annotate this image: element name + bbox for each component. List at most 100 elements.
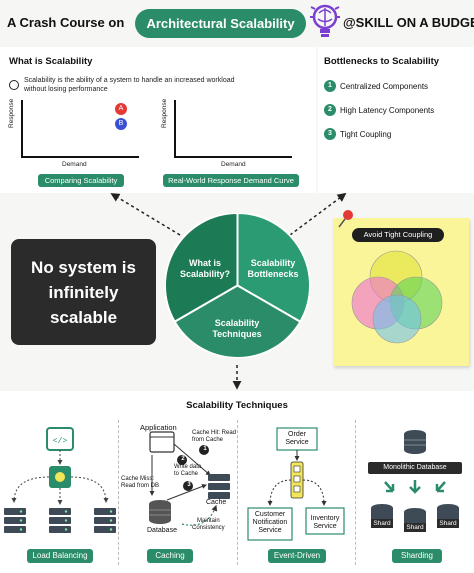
arrow-to-what: [110, 193, 181, 236]
load-balancing-diagram: </>: [4, 427, 116, 533]
step-1: 1: [203, 446, 207, 452]
cache-label: Cache: [206, 499, 227, 506]
server-icon-2: [49, 508, 71, 533]
shard-1-label: Shard: [371, 519, 393, 528]
card-line3: scalable: [49, 308, 118, 327]
application-icon: [149, 431, 175, 453]
monolith-db-icon: [404, 430, 426, 454]
no-infinite-card: No system is infinitely scalable: [11, 239, 156, 345]
cache-hit-l1: Cache Hit: Read: [192, 430, 237, 436]
coupling-venn: [351, 250, 443, 344]
event-driven-diagram: [247, 427, 345, 541]
bottleneck-num-2: 2: [324, 104, 336, 116]
header-title: A Crash Course on: [7, 15, 125, 30]
pie-label-bottlenecks: Scalability Bottlenecks: [240, 258, 306, 280]
shard-3-label: Shard: [437, 519, 459, 528]
pie-label-tech-l2: Techniques: [212, 329, 262, 339]
step-3-badge: [183, 481, 193, 491]
step-3: 3: [187, 482, 191, 488]
monolith-box: [368, 462, 462, 474]
divider-2: [237, 420, 238, 565]
customer-notification-label: Customer Notification Service: [248, 511, 292, 535]
pie-slice-bottlenecks[interactable]: [236, 213, 311, 324]
order-l1: Order: [288, 431, 306, 438]
cache-miss-l1: Cache Miss:: [121, 476, 155, 482]
pie-label-techniques: Scalability Techniques: [204, 318, 270, 340]
inventory-l2: Service: [313, 523, 337, 530]
bottlenecks-panel: [318, 47, 474, 193]
chart1-axes: [21, 100, 139, 158]
server-icon-3: [94, 508, 116, 533]
chart2-axes: [174, 100, 292, 158]
step-2: 2: [181, 456, 185, 462]
event-driven-caption: Event-Driven: [268, 549, 326, 563]
card-line1: No system is: [31, 258, 136, 277]
step-2-badge: [177, 455, 187, 465]
cache-icon: [208, 474, 230, 499]
header-brand: @SKILL ON A BUDGET: [343, 15, 474, 30]
application-label: Application: [140, 423, 177, 432]
pie-label-what-l1: What is: [188, 258, 221, 268]
shard-2-label: Shard: [404, 523, 426, 532]
chart2-xlabel: Demand: [221, 161, 246, 168]
bottlenecks-title: Bottlenecks to Scalability: [324, 56, 440, 67]
pie-label-tech-l1: Scalability: [214, 318, 260, 328]
bottleneck-item-3: Tight Coupling: [340, 130, 392, 139]
topics-pie: [165, 213, 310, 358]
shard-icon-3: [437, 504, 459, 524]
write-label: Write data to Cache: [174, 464, 201, 478]
card-line2: infinitely: [48, 283, 119, 302]
bottleneck-num-3: 3: [324, 128, 336, 140]
load-balancing-caption: Load Balancing: [27, 549, 93, 563]
customer-l3: Service: [258, 527, 282, 534]
circle-icon: [9, 80, 19, 90]
sharding-caption: Sharding: [392, 549, 442, 563]
monolith-label: Monolithic Database: [383, 464, 447, 471]
techniques-title: Scalability Techniques: [186, 400, 288, 411]
arrow-down-left: [384, 481, 395, 493]
maintain-l1: Maintain: [197, 518, 220, 524]
write-l2: to Cache: [174, 471, 199, 477]
pie-slice-what[interactable]: [165, 213, 239, 324]
chart2-ylabel: Response: [161, 98, 168, 128]
cache-hit-label: Cache Hit: Read from Cache: [192, 430, 236, 444]
database-icon: [149, 500, 171, 524]
cache-miss-l2: Read from DB: [121, 483, 160, 489]
lightbulb-brain-icon: [310, 4, 340, 37]
customer-l1: Customer: [254, 511, 286, 518]
customer-l2: Notification: [252, 519, 288, 526]
chart1-ylabel: Response: [8, 98, 15, 128]
point-b: B: [115, 118, 127, 130]
chart1-caption: Comparing Scalability: [38, 174, 124, 187]
definition-line2: without losing performance: [24, 86, 108, 93]
svg-text:</>: </>: [53, 437, 68, 446]
caching-caption: Caching: [147, 549, 193, 563]
arrow-down-right: [435, 481, 446, 493]
inventory-l1: Inventory: [310, 515, 340, 522]
point-a: A: [115, 103, 127, 115]
maintain-label: Maintain Consistency: [192, 518, 225, 532]
sharding-diagram: [368, 430, 462, 528]
pushpin-icon: [338, 210, 353, 228]
order-service-label: Order Service: [277, 431, 317, 447]
write-l1: Write data: [174, 464, 202, 470]
customer-notification-box: [247, 507, 293, 541]
bottleneck-item-1: Centralized Components: [340, 82, 429, 91]
what-title: What is Scalability: [9, 56, 93, 67]
order-l2: Service: [285, 439, 309, 446]
what-panel: [0, 47, 316, 193]
header-pill: Architectural Scalability: [135, 9, 306, 38]
inventory-service-box: [305, 507, 345, 535]
pie-label-bn-l1: Scalability: [250, 258, 296, 268]
server-icon-1: [4, 508, 26, 533]
middle-connectors: [110, 192, 347, 390]
pie-slice-techniques[interactable]: [173, 284, 302, 359]
step-1-badge: [199, 445, 209, 455]
sticky-title: Avoid Tight Coupling: [352, 228, 444, 242]
arrow-down: [409, 480, 421, 494]
maintain-l2: Consistency: [192, 525, 225, 531]
pie-label-what-l2: Scalability?: [179, 269, 231, 279]
chart1-xlabel: Demand: [62, 161, 87, 168]
inventory-service-label: Inventory Service: [306, 515, 344, 531]
pie-label-what: What is Scalability?: [172, 258, 238, 280]
